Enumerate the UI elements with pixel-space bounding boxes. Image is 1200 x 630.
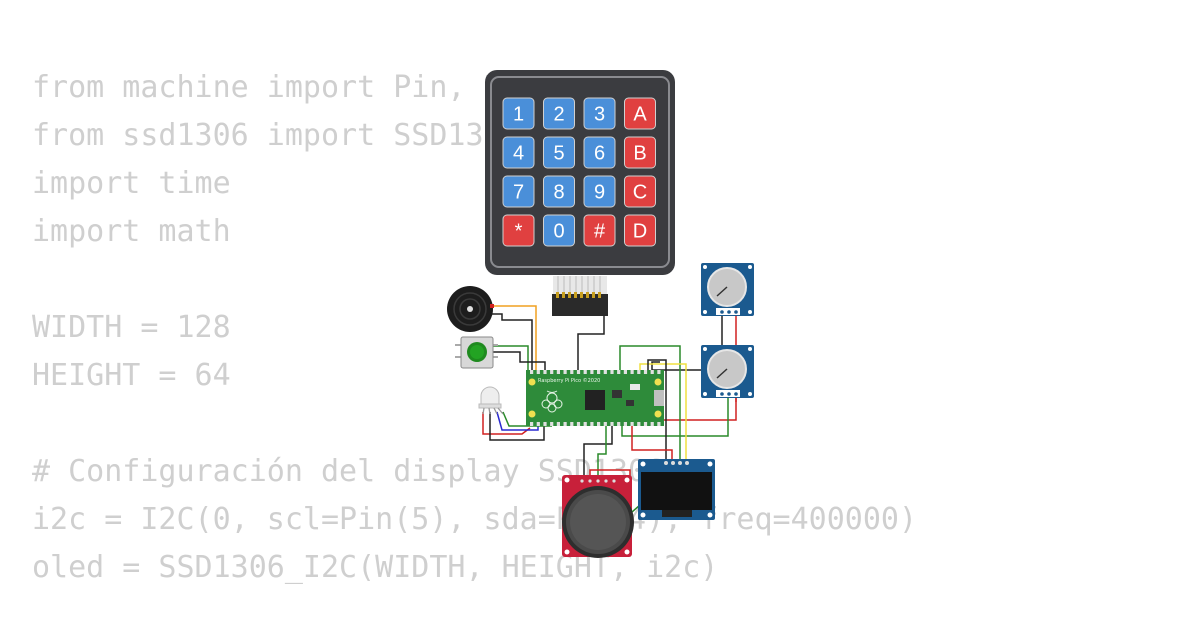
potentiometer-icon[interactable] [701, 263, 754, 316]
pico-pin [550, 422, 554, 426]
pico-pin [623, 422, 627, 426]
keypad-key[interactable]: 9 [583, 175, 616, 208]
pico-pin [556, 370, 560, 374]
keypad-key-label: D [633, 221, 647, 243]
keypad-keys[interactable]: 1 2 3 A 4 5 6 B 7 8 9 C * 0 # D [502, 97, 656, 247]
keypad-key-label: * [515, 221, 523, 243]
code-line: WIDTH = 128 [32, 310, 231, 345]
pico-pin [576, 422, 581, 426]
led-icon[interactable] [478, 386, 504, 415]
keypad-key-label: 1 [513, 104, 524, 126]
pico-pin [637, 422, 641, 426]
keypad-key[interactable]: 5 [543, 136, 575, 169]
keypad-key-label: 3 [594, 104, 605, 126]
pushbutton-icon[interactable] [455, 336, 498, 369]
pico-pin [590, 422, 594, 426]
pico-pin [643, 422, 648, 426]
pico-pin [603, 422, 607, 426]
pico-pin [623, 370, 627, 374]
keypad-key-label: 0 [553, 221, 564, 243]
raspberry-pi-pico[interactable]: Raspberry Pi Pico ©2020 [526, 370, 664, 426]
pico-pin [597, 422, 601, 426]
code-line: HEIGHT = 64 [32, 358, 231, 393]
pico-board-label: Raspberry Pi Pico ©2020 [538, 377, 600, 384]
pico-pin [650, 370, 654, 374]
keypad-key-label: 6 [594, 143, 605, 165]
pico-pin [543, 370, 547, 374]
pico-pin [563, 422, 567, 426]
pico-pin [657, 422, 661, 426]
pico-pin [576, 370, 581, 374]
keypad-key[interactable]: C [624, 175, 656, 208]
keypad-key[interactable]: 3 [583, 97, 616, 130]
pico-pin [643, 370, 648, 374]
pico-pin [590, 370, 594, 374]
keypad-key[interactable]: 8 [543, 175, 575, 208]
keypad-key-label: 2 [553, 104, 564, 126]
pico-pin [570, 422, 574, 426]
pico-pin [530, 422, 534, 426]
pico-pin [556, 422, 560, 426]
keypad-key[interactable]: D [624, 214, 656, 247]
raspberry-logo-icon [541, 390, 563, 413]
keypad-key[interactable]: B [624, 136, 656, 169]
keypad-key-label: C [633, 182, 647, 204]
pico-pin [630, 422, 634, 426]
keypad-key[interactable]: 0 [543, 214, 575, 247]
potentiometer-icon[interactable] [701, 345, 754, 398]
keypad-key[interactable]: 6 [583, 136, 616, 169]
pico-pin [617, 370, 621, 374]
keypad-key-label: 4 [513, 143, 524, 165]
pico-pin [617, 422, 621, 426]
keypad-key-label: 5 [553, 143, 564, 165]
code-line: import time [32, 166, 231, 201]
keypad-key[interactable]: 7 [502, 175, 535, 208]
keypad-key[interactable]: # [583, 214, 616, 247]
pico-pin [610, 422, 614, 426]
pico-pin [610, 370, 614, 374]
pico-pin [637, 370, 641, 374]
code-line: i2c = I2C(0, scl=Pin(5), sda=Pin(4), fre… [32, 502, 918, 537]
keypad-key[interactable]: * [502, 214, 535, 247]
pico-pin [536, 370, 540, 374]
pico-pin [603, 370, 607, 374]
keypad-key-label: 8 [553, 182, 564, 204]
pico-pin [583, 370, 587, 374]
pico-pin [583, 422, 587, 426]
joystick-icon[interactable] [562, 475, 634, 558]
pico-pin [570, 370, 574, 374]
pico-pin [563, 370, 567, 374]
buzzer-icon[interactable] [447, 286, 494, 332]
pico-pin [630, 370, 634, 374]
code-line: import math [32, 214, 231, 249]
oled-display-icon[interactable] [638, 459, 715, 520]
pico-pin [597, 370, 601, 374]
keypad-key[interactable]: 1 [502, 97, 535, 130]
keypad-4x4[interactable]: 1 2 3 A 4 5 6 B 7 8 9 C * 0 # D [485, 70, 675, 316]
pico-pin [543, 422, 547, 426]
keypad-key-label: # [594, 221, 606, 243]
keypad-key[interactable]: A [624, 97, 656, 130]
keypad-key-label: 9 [594, 182, 605, 204]
keypad-key[interactable]: 2 [543, 97, 575, 130]
pico-pin [536, 422, 540, 426]
code-line: # Configuración del display SSD1306 [32, 454, 665, 489]
keypad-key-label: A [633, 104, 647, 126]
pico-pin [530, 370, 534, 374]
keypad-key-label: 7 [513, 182, 524, 204]
keypad-key[interactable]: 4 [502, 136, 535, 169]
pico-pin [550, 370, 554, 374]
pico-pin [650, 422, 654, 426]
pico-pin [657, 370, 661, 374]
keypad-key-label: B [633, 143, 646, 165]
